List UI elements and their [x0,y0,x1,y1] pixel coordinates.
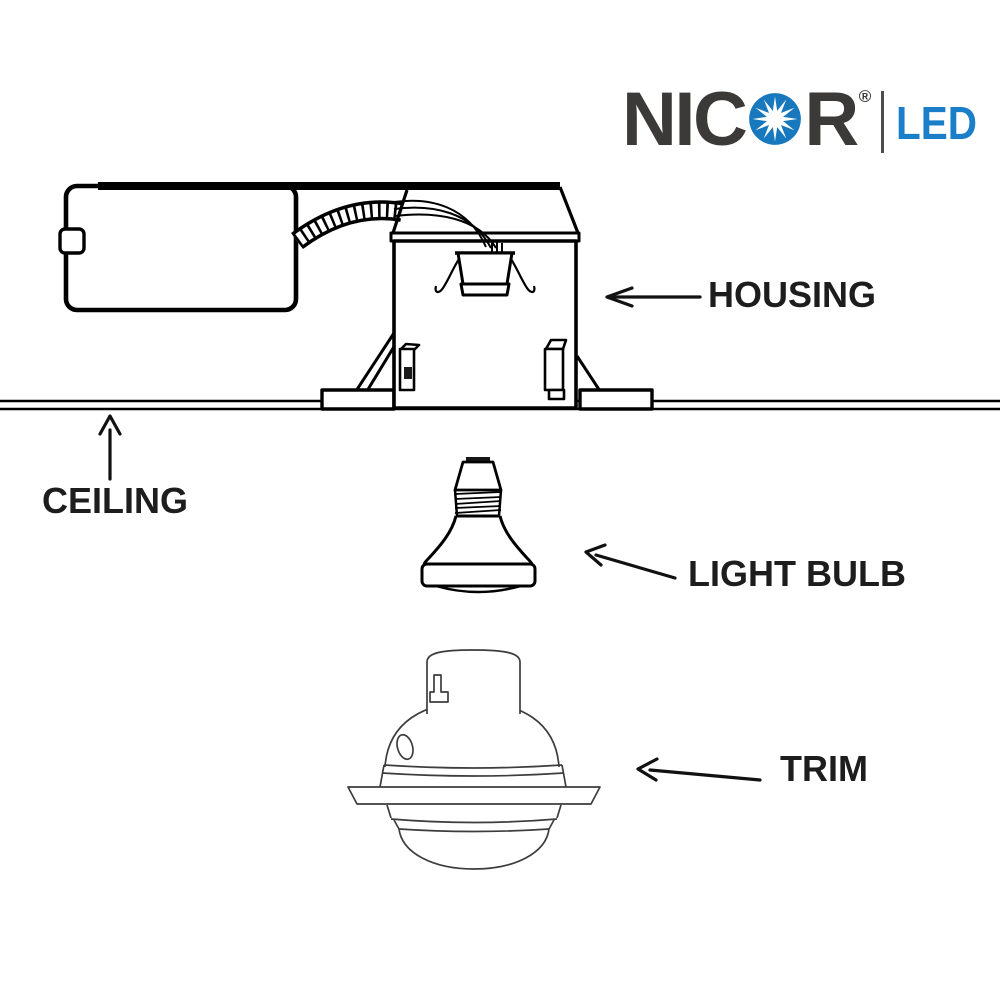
housing-can-drawing [389,186,581,410]
trim-keyhole-slot [429,674,449,703]
mounting-plates-drawing [320,332,654,411]
housing-arrow [605,286,702,308]
starburst-o-icon [745,82,804,146]
registered-mark: ® [858,87,872,106]
junction-box-drawing [58,183,299,313]
hanger-bar-drawing [98,182,560,190]
light-bulb-arrow [584,543,677,580]
brand-text-led: LED [896,97,978,149]
ceiling-arrow [98,414,122,481]
flexible-conduit-drawing [291,200,404,250]
brand-text-r: R [804,77,859,162]
lamp-socket-drawing [434,251,536,297]
trim-screw-hole [396,733,414,761]
brand-text-nic: NIC [622,77,748,162]
housing-clips-drawing [398,338,568,401]
trim-dome-lens [398,828,550,870]
trim-arrow [636,757,762,782]
screw-threads [454,491,502,514]
label-trim: TRIM [780,748,868,789]
trim-drawing [347,649,601,870]
brand-wordmark: NIC R ® [622,82,871,158]
logo-divider [881,91,885,153]
nicor-led-logo: NIC R ® LED [622,82,988,158]
label-housing: HOUSING [708,274,877,315]
callout-arrows [98,286,762,782]
trim-flange [347,786,601,805]
label-ceiling: CEILING [42,480,189,521]
label-light-bulb: LIGHT BULB [688,553,906,594]
light-bulb-drawing [420,457,537,594]
